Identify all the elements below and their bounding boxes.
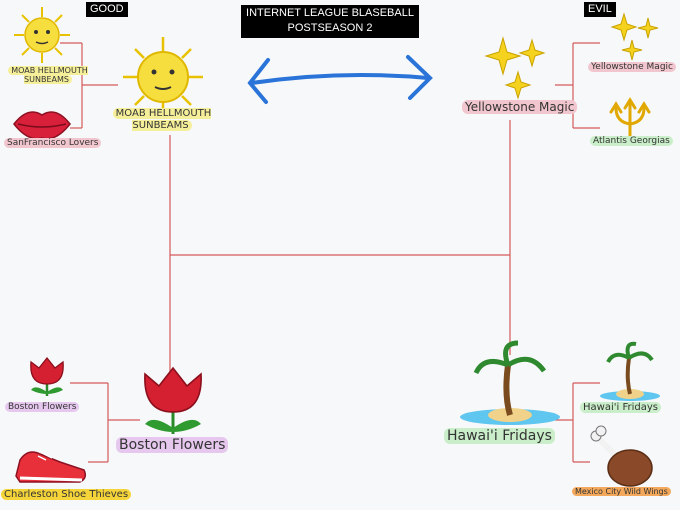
evil-label: EVIL <box>584 2 616 17</box>
team-label-atlantis: Atlantis Georgias <box>590 136 673 146</box>
team-label-hawaii-seed: Hawai'i Fridays <box>580 402 661 413</box>
team-label-mexico-city: Mexico City Wild Wings <box>572 487 671 496</box>
team-label-boston-winner: Boston Flowers <box>116 437 229 453</box>
team-label-sf-lovers: SanFrancisco Lovers <box>4 138 102 148</box>
team-label-hawaii-winner: Hawai'i Fridays <box>444 428 555 444</box>
team-label-moab-winner: MOAB HELLMOUTH SUNBEAMS <box>112 108 212 132</box>
title-line-1: INTERNET LEAGUE BLASEBALL <box>246 7 414 19</box>
page-title: INTERNET LEAGUE BLASEBALL POSTSEASON 2 <box>241 5 419 38</box>
good-label: GOOD <box>86 2 128 17</box>
team-label-boston-seed: Boston Flowers <box>5 402 80 412</box>
team-label-yellowstone-winner: Yellowstone Magic <box>462 100 578 114</box>
team-label-yellowstone-seed: Yellowstone Magic <box>588 62 676 72</box>
team-label-charleston: Charleston Shoe Thieves <box>1 489 132 500</box>
team-label-moab-seed: MOAB HELLMOUTH SUNBEAMS <box>8 66 88 84</box>
title-line-2: POSTSEASON 2 <box>287 22 373 34</box>
